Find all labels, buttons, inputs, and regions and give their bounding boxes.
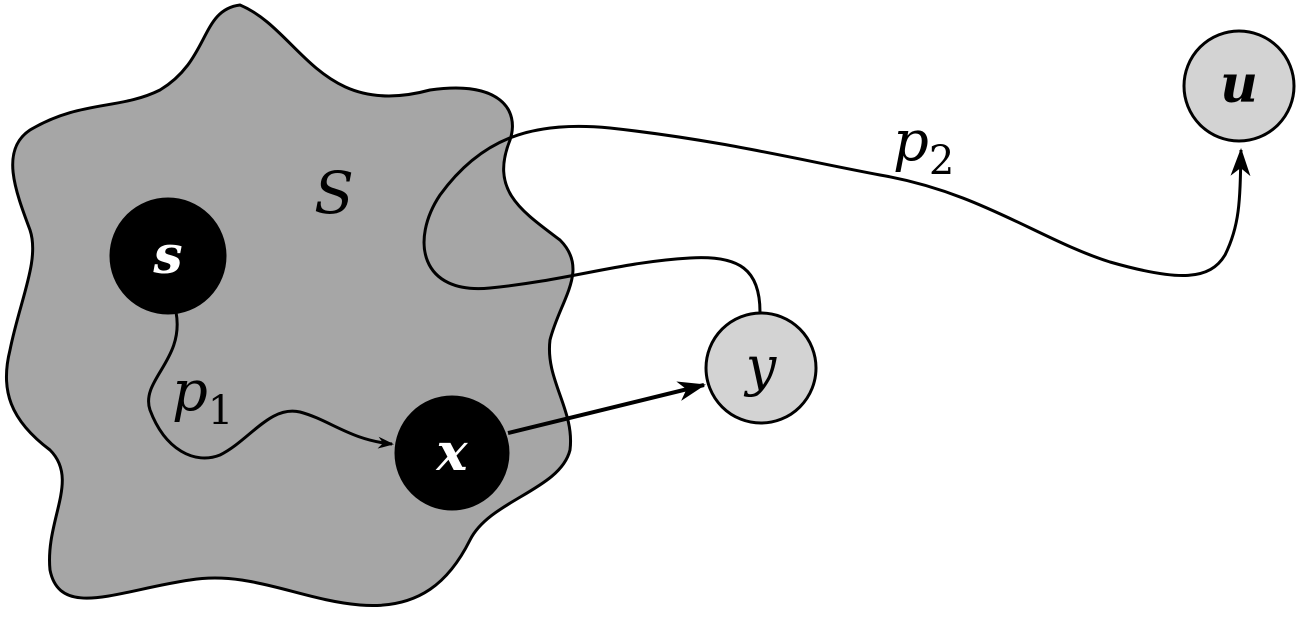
- path-p1-label-sub: 1: [208, 388, 233, 434]
- path-p1-label-base: p: [172, 359, 208, 424]
- path-p2-label-base: p: [893, 109, 929, 174]
- path-p2-label-sub: 2: [929, 138, 954, 184]
- vertex-x: x: [394, 395, 510, 511]
- region-s: [4, 3, 575, 608]
- vertex-y: y: [704, 311, 818, 425]
- edge-x-y: [507, 381, 706, 435]
- path-p2-label: p2: [893, 109, 954, 184]
- vertex-y-label: y: [744, 335, 778, 398]
- path-p1: [147, 311, 394, 460]
- vertex-s-label: s: [152, 225, 182, 286]
- path-p2: [422, 124, 1251, 313]
- vertex-x-label: x: [435, 422, 468, 483]
- region-label: S: [314, 159, 354, 227]
- path-p1-label: p1: [172, 359, 233, 434]
- vertex-s: s: [109, 197, 227, 315]
- vertex-u: u: [1182, 29, 1296, 143]
- vertex-u-label: u: [1220, 54, 1258, 115]
